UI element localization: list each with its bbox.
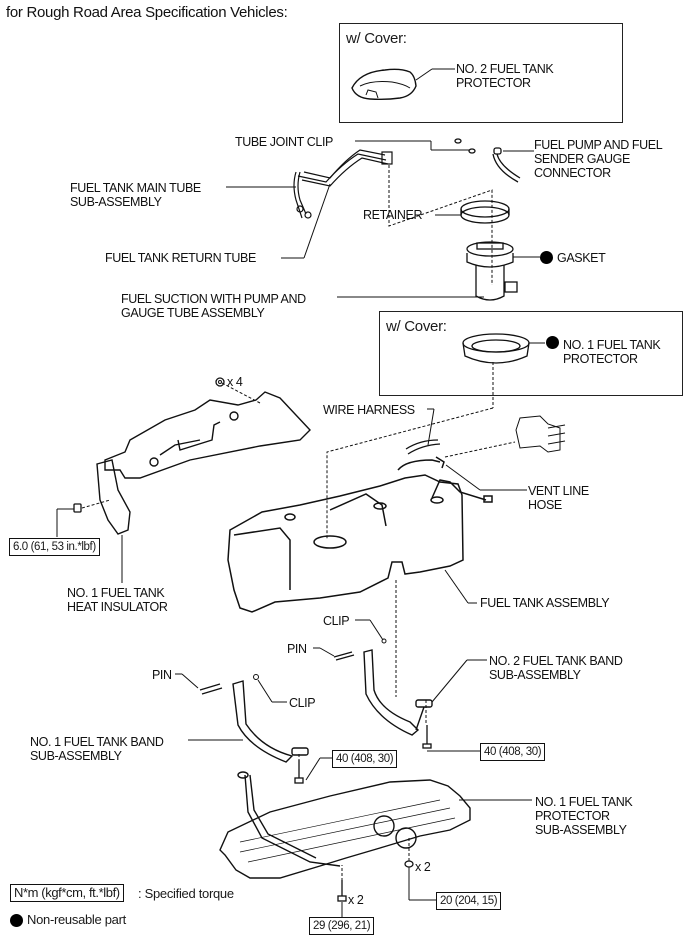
qty-bolt-x2: x 2 [348, 893, 364, 907]
label-wire-harness: WIRE HARNESS [323, 403, 415, 417]
protector-nut-icon [404, 860, 414, 868]
leader-band-no1-torque [305, 757, 321, 781]
non-reusable-dot-icon [540, 251, 553, 264]
torque-band-no1-bolt: 40 (408, 30) [332, 750, 398, 768]
no2-protector-part-icon [351, 68, 417, 101]
legend-torque-unit: N*m (kgf*cm, ft.*lbf) [10, 884, 124, 902]
clip-part-icon [215, 377, 225, 387]
label-fuel-tank-assembly: FUEL TANK ASSEMBLY [480, 596, 610, 610]
leader-fuel-tank-assembly [444, 569, 469, 604]
label-vent-line-hose: VENT LINE HOSE [528, 484, 589, 512]
label-no2-fuel-tank-protector: NO. 2 FUEL TANK PROTECTOR [456, 62, 554, 90]
qty-nut-x2: x 2 [415, 860, 431, 874]
label-protector-sub: NO. 1 FUEL TANK PROTECTOR SUB-ASSEMBLY [535, 795, 633, 837]
fuel-suction-assembly-part-icon [466, 241, 518, 301]
leader-band-no2 [431, 659, 468, 703]
torque-protector-bolt: 29 (296, 21) [309, 917, 375, 935]
clip-upper-part-icon [381, 638, 387, 644]
label-clip-lower: CLIP [289, 696, 316, 710]
legend-non-reusable: Non-reusable part [27, 912, 126, 927]
leader-vent-hose [445, 464, 481, 491]
torque-insulator-nut: 6.0 (61, 53 in.*lbf) [9, 538, 100, 556]
label-suction-assembly: FUEL SUCTION WITH PUMP AND GAUGE TUBE AS… [121, 292, 306, 320]
label-band-no1: NO. 1 FUEL TANK BAND SUB-ASSEMBLY [30, 735, 164, 763]
label-heat-insulator: NO. 1 FUEL TANK HEAT INSULATOR [67, 586, 168, 614]
label-pin-upper: PIN [287, 642, 307, 656]
label-main-tube: FUEL TANK MAIN TUBE SUB-ASSEMBLY [70, 181, 201, 209]
label-return-tube: FUEL TANK RETURN TUBE [105, 251, 256, 265]
fuel-tank-part-icon [227, 456, 493, 613]
label-no1-fuel-tank-protector: NO. 1 FUEL TANK PROTECTOR [563, 338, 661, 366]
protector-sub-assembly-part-icon [219, 771, 471, 879]
clip-lower-part-icon [253, 674, 259, 680]
legend-torque-desc: : Specified torque [138, 886, 234, 901]
no2-band-part-icon [363, 649, 433, 736]
leader-clip-lower [257, 679, 273, 703]
legend-non-reusable-dot-icon [10, 914, 23, 927]
cover-box-no1-protector: w/ Cover: [379, 311, 683, 396]
non-reusable-dot-icon [546, 336, 559, 349]
cover-box-heading: w/ Cover: [346, 30, 407, 47]
leader-no2-protector [415, 68, 433, 81]
label-retainer: RETAINER [363, 208, 423, 222]
cover-box-no2-protector: w/ Cover: [339, 23, 623, 123]
cover-box-heading: w/ Cover: [386, 318, 447, 335]
retainer-part-icon [460, 200, 510, 224]
label-clip-upper: CLIP [323, 614, 350, 628]
fuel-pump-connector-part-icon [492, 147, 521, 183]
label-gasket: GASKET [557, 251, 606, 265]
protector-bolt-icon [337, 880, 347, 902]
label-pin-lower: PIN [152, 668, 172, 682]
insulator-nut-part-icon [73, 503, 82, 513]
heat-insulator-part-icon [96, 391, 311, 535]
tube-joint-clip-part-icon [454, 138, 476, 154]
no1-protector-part-icon [462, 333, 530, 364]
band-no1-bolt-icon [294, 760, 304, 784]
pin-upper-part-icon [333, 651, 355, 661]
canister-part-icon [515, 415, 566, 453]
band-no2-bolt-icon [422, 725, 432, 749]
label-tube-joint-clip: TUBE JOINT CLIP [235, 135, 333, 149]
diagram-title: for Rough Road Area Specification Vehicl… [6, 4, 288, 21]
qty-clip-x4: x 4 [227, 375, 243, 389]
label-band-no2: NO. 2 FUEL TANK BAND SUB-ASSEMBLY [489, 654, 623, 682]
label-fuel-pump-connector: FUEL PUMP AND FUEL SENDER GAUGE CONNECTO… [534, 138, 663, 180]
torque-band-no2-bolt: 40 (408, 30) [480, 743, 546, 761]
pin-lower-part-icon [199, 683, 223, 695]
no1-band-part-icon [232, 680, 309, 763]
torque-protector-nut: 20 (204, 15) [436, 892, 502, 910]
